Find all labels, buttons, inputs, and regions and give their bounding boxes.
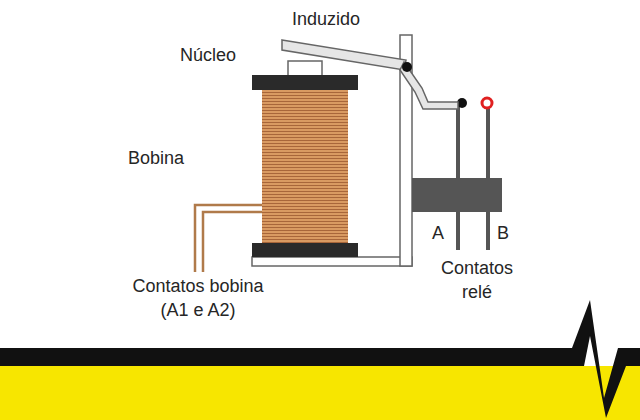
armature-label: Induzido (292, 7, 382, 31)
contact-point-b (482, 98, 492, 108)
coil-wire-a1 (195, 205, 262, 272)
contact-letter: B (497, 221, 515, 245)
core-label: Núcleo (180, 43, 250, 67)
coil-wire-a2 (203, 212, 262, 272)
coil-label: Bobina (128, 146, 208, 170)
frame-base (252, 257, 412, 266)
contact-a (456, 102, 460, 250)
relay-contacts-label: Contatos relé (427, 256, 527, 304)
armature-tail (400, 62, 458, 109)
coil-bottom-plate (252, 243, 358, 257)
coil-winding (262, 90, 348, 243)
contact-letter: A (432, 221, 450, 245)
coil-top-plate (252, 75, 358, 90)
yellow-band (0, 366, 640, 420)
core-top (288, 61, 322, 76)
pulse-band (0, 300, 640, 418)
contact-b (486, 102, 490, 250)
armature-pivot (402, 62, 412, 72)
armature-arm (282, 40, 406, 70)
coil-contacts-label: Contatos bobina (A1 e A2) (118, 274, 278, 322)
